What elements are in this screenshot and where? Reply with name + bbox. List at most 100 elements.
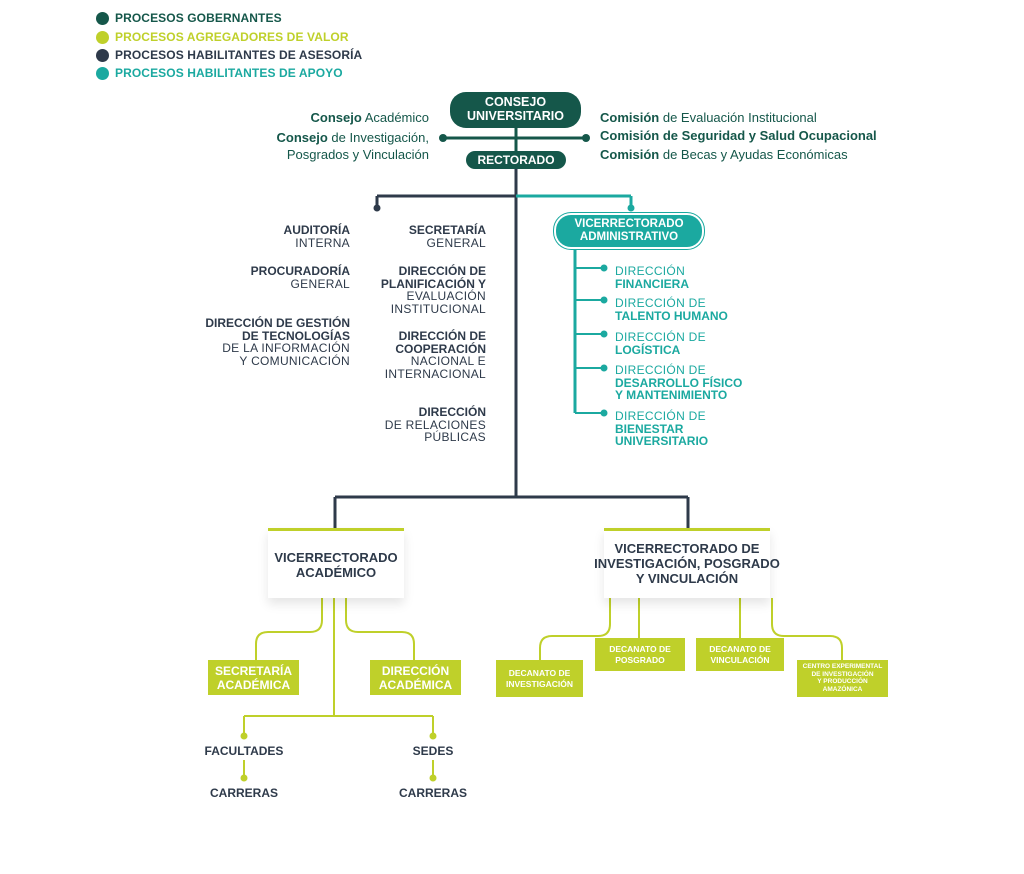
direccion-bienestar: DIRECCIÓN DE BIENESTAR UNIVERSITARIO <box>615 410 708 448</box>
unit-subtitle: INSTITUCIONAL <box>390 301 486 316</box>
centro-experimental-box: CENTRO EXPERIMENTAL DE INVESTIGACIÓN Y P… <box>797 660 888 697</box>
dir-prefix: DIRECCIÓN <box>615 264 686 278</box>
legend-label: PROCESOS GOBERNANTES <box>115 11 282 25</box>
dir-name: TALENTO HUMANO <box>615 308 728 323</box>
unit-title: SECRETARÍA <box>408 223 486 237</box>
decanato-vinculacion-box: DECANATO DE VINCULACIÓN <box>696 638 784 671</box>
decanato-investigacion-box: DECANATO DE INVESTIGACIÓN <box>496 660 583 697</box>
unit-title: PLANIFICACIÓN Y <box>380 276 486 291</box>
dir-name: DESARROLLO FÍSICO <box>615 375 743 390</box>
label-bold: Consejo <box>276 130 328 145</box>
label-rest: de Evaluación Institucional <box>659 110 817 125</box>
box-label: DECANATO DE <box>508 668 571 678</box>
box-label: VINCULACIÓN <box>710 655 770 665</box>
unit-title: DIRECCIÓN DE <box>398 329 486 343</box>
unit-title: DE TECNOLOGÍAS <box>241 328 350 343</box>
direccion-tic: DIRECCIÓN DE GESTIÓN DE TECNOLOGÍAS DE L… <box>205 317 350 367</box>
council-left-node <box>439 134 447 142</box>
consejo-investigacion-label: Consejo de Investigación, <box>277 130 429 145</box>
legend-item-asesoria: PROCESOS HABILITANTES DE ASESORÍA <box>96 47 362 63</box>
label-rest: Académico <box>361 110 429 125</box>
legend-item-gobernantes: PROCESOS GOBERNANTES <box>96 10 282 26</box>
dir-prefix: DIRECCIÓN DE <box>615 330 706 344</box>
sedes-label: SEDES <box>412 744 454 758</box>
direccion-talento-humano: DIRECCIÓN DE TALENTO HUMANO <box>615 297 728 322</box>
label-rest: de Becas y Ayudas Económicas <box>659 147 848 162</box>
node-label: VICERRECTORADO <box>574 218 684 230</box>
legend-swatch <box>96 30 109 44</box>
direccion-planificacion: DIRECCIÓN DE PLANIFICACIÓN Y EVALUACIÓN … <box>381 265 486 315</box>
box-label: ACADÉMICA <box>378 678 453 692</box>
vicerrectorado-investigacion-card: VICERRECTORADO DE INVESTIGACIÓN, POSGRAD… <box>594 528 780 598</box>
box-label: INVESTIGACIÓN <box>505 679 574 689</box>
legend-label: PROCESOS HABILITANTES DE ASESORÍA <box>115 48 363 62</box>
secretaria-academica-box: SECRETARÍA ACADÉMICA <box>208 660 299 695</box>
direccion-cooperacion: DIRECCIÓN DE COOPERACIÓN NACIONAL E INTE… <box>385 330 486 380</box>
rectorado-node: RECTORADO <box>466 151 566 169</box>
card-title: ACADÉMICO <box>295 565 377 580</box>
direccion-desarrollo-fisico: DIRECCIÓN DE DESARROLLO FÍSICO Y MANTENI… <box>615 364 742 402</box>
card-accent-bar <box>604 528 770 531</box>
label-bold: Comisión <box>600 147 660 162</box>
node-label: UNIVERSITARIO <box>467 109 564 123</box>
unit-subtitle: EVALUACIÓN <box>406 289 486 303</box>
unit-title: AUDITORÍA <box>283 223 350 237</box>
vicerrectorado-academico-card: VICERRECTORADO ACADÉMICO <box>268 528 404 598</box>
box-label: DE INVESTIGACIÓN <box>811 670 874 678</box>
comision-seguridad-label: Comisión de Seguridad y Salud Ocupaciona… <box>600 128 877 143</box>
box-label: DECANATO DE <box>709 644 771 654</box>
carreras-sedes-label: CARRERAS <box>398 786 467 800</box>
dir-prefix: DIRECCIÓN DE <box>615 409 706 423</box>
label-rest: de Investigación, <box>327 130 429 145</box>
legend-swatch <box>96 48 109 62</box>
facultades-label: FACULTADES <box>204 744 284 758</box>
unit-subtitle: Y COMUNICACIÓN <box>239 353 350 368</box>
council-right-node <box>582 134 590 142</box>
unit-subtitle: GENERAL <box>290 276 350 291</box>
legend-swatch <box>96 66 109 80</box>
card-title: INVESTIGACIÓN, POSGRADO <box>594 556 780 571</box>
legend-label: PROCESOS HABILITANTES DE APOYO <box>115 66 343 80</box>
auditoria-interna: AUDITORÍA INTERNA <box>284 224 350 249</box>
decanato-posgrado-box: DECANATO DE POSGRADO <box>595 638 685 671</box>
box-label: SECRETARÍA <box>214 664 293 678</box>
node-label: ADMINISTRATIVO <box>579 231 679 243</box>
unit-title: PROCURADORÍA <box>250 264 350 278</box>
consejo-universitario-node: CONSEJO UNIVERSITARIO <box>450 92 581 128</box>
unit-subtitle: PÚBLICAS <box>424 430 486 444</box>
unit-subtitle: DE LA INFORMACIÓN <box>222 341 350 355</box>
comision-evaluacion-label: Comisión de Evaluación Institucional <box>600 110 817 125</box>
label-rest: Posgrados y Vinculación <box>286 147 429 162</box>
box-label: POSGRADO <box>615 655 665 665</box>
box-label: AMAZÓNICA <box>822 685 863 693</box>
dir-name: FINANCIERA <box>615 276 689 291</box>
box-label: Y PRODUCCIÓN <box>817 678 868 685</box>
box-label: ACADÉMICA <box>216 678 291 692</box>
carreras-facultades-label: CARRERAS <box>209 786 278 800</box>
card-title: VICERRECTORADO DE <box>614 541 760 556</box>
dir-name: LOGÍSTICA <box>615 342 681 357</box>
procuraduria-general: PROCURADORÍA GENERAL <box>251 265 350 290</box>
consejo-academico-label: Consejo Académico <box>311 110 430 125</box>
legend-item-agregadores: PROCESOS AGREGADORES DE VALOR <box>96 29 349 45</box>
unit-subtitle: INTERNA <box>295 235 350 250</box>
unit-subtitle: INTERNACIONAL <box>384 366 486 381</box>
unit-title: DIRECCIÓN DE GESTIÓN <box>205 316 350 330</box>
legend-item-apoyo: PROCESOS HABILITANTES DE APOYO <box>96 65 343 81</box>
direccion-relaciones-publicas: DIRECCIÓN DE RELACIONES PÚBLICAS <box>385 406 486 444</box>
direccion-academica-box: DIRECCIÓN ACADÉMICA <box>370 660 461 695</box>
dir-name: UNIVERSITARIO <box>615 434 709 448</box>
card-accent-bar <box>268 528 404 531</box>
box-label: DECANATO DE <box>609 644 671 654</box>
label-bold: Comisión de Seguridad y Salud Ocupaciona… <box>600 128 877 143</box>
label-bold: Consejo <box>310 110 362 125</box>
unit-subtitle: DE RELACIONES <box>384 417 486 432</box>
dir-prefix: DIRECCIÓN DE <box>615 296 706 310</box>
box-label: DIRECCIÓN <box>381 664 450 678</box>
unit-subtitle: GENERAL <box>426 235 486 250</box>
consejo-posgrados-label: Posgrados y Vinculación <box>287 147 429 162</box>
dir-prefix: DIRECCIÓN DE <box>615 363 706 377</box>
unit-title: COOPERACIÓN <box>395 341 486 356</box>
node-label: CONSEJO <box>484 95 547 109</box>
